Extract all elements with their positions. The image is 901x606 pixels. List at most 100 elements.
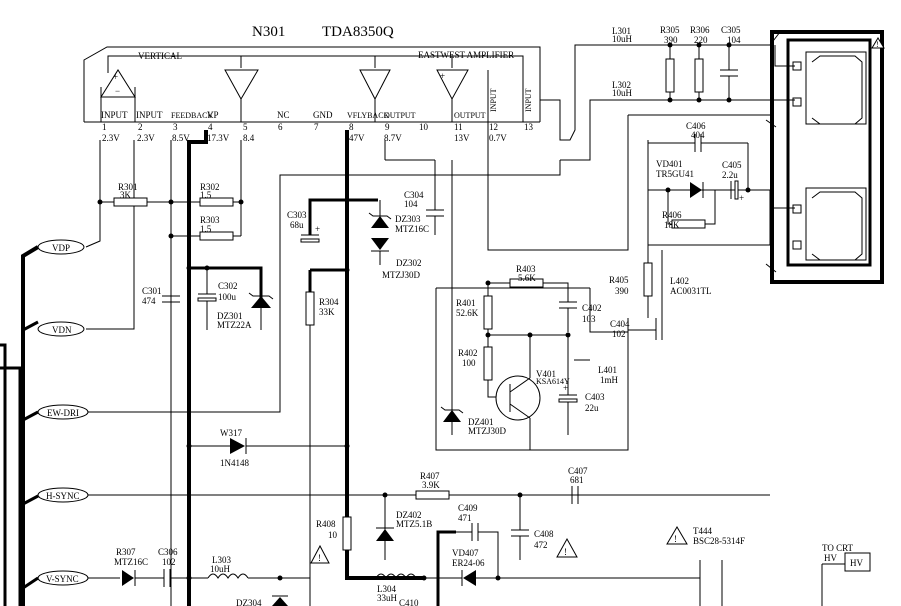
- svg-text:100: 100: [462, 358, 476, 368]
- svg-text:OUTPUT: OUTPUT: [454, 111, 486, 120]
- svg-text:18K: 18K: [664, 220, 680, 230]
- r402: R402 100: [458, 346, 493, 381]
- svg-text:472: 472: [534, 540, 548, 550]
- svg-text:C305: C305: [721, 25, 741, 35]
- svg-text:DZ304: DZ304: [236, 598, 262, 606]
- pin12-name: INPUT: [489, 88, 498, 112]
- vd401: VD401 TR5GU41: [656, 159, 704, 198]
- svg-text:103: 103: [582, 314, 596, 324]
- svg-text:68u: 68u: [290, 220, 304, 230]
- svg-text:C404: C404: [610, 319, 630, 329]
- svg-text:VD407: VD407: [452, 548, 479, 558]
- svg-text:2: 2: [138, 122, 143, 132]
- ic-block-eastwest: EASTWEST AMPLIFIER: [418, 50, 514, 60]
- svg-text:1mH: 1mH: [600, 375, 619, 385]
- svg-text:13V: 13V: [454, 133, 470, 143]
- svg-text:L302: L302: [612, 80, 631, 90]
- deflection-yoke: !: [770, 30, 885, 284]
- c409: C409 471: [456, 503, 499, 578]
- l303: L303 10uH: [186, 555, 310, 581]
- ic-pin-names: INPUT INPUT FEEDBACK VP NC GND VFLYBACK …: [101, 110, 486, 120]
- svg-text:!: !: [674, 534, 677, 544]
- r403: R403 5.6K: [485, 264, 569, 302]
- dz303: DZ303 MTZ16C: [368, 212, 429, 234]
- svg-text:+: +: [113, 72, 118, 82]
- svg-text:MTZ22A: MTZ22A: [217, 320, 252, 330]
- svg-text:2.3V: 2.3V: [102, 133, 120, 143]
- svg-text:V401: V401: [536, 369, 556, 379]
- svg-text:DZ303: DZ303: [395, 214, 421, 224]
- dz401: DZ401 MTZJ30D: [440, 160, 507, 436]
- svg-text:100u: 100u: [218, 292, 237, 302]
- svg-text:!: !: [318, 553, 321, 563]
- svg-text:T444: T444: [693, 526, 712, 536]
- dz402: DZ402 MTZ5.1B: [376, 495, 432, 560]
- svg-text:R403: R403: [516, 264, 536, 274]
- svg-text:1.5: 1.5: [200, 190, 212, 200]
- r305: R305 390: [660, 25, 680, 100]
- svg-text:MTZ16C: MTZ16C: [395, 224, 429, 234]
- svg-text:13: 13: [524, 122, 534, 132]
- svg-text:404: 404: [691, 130, 705, 140]
- l302-label: L302 10uH: [612, 80, 633, 98]
- svg-text:10uH: 10uH: [612, 88, 633, 98]
- svg-text:2.2u: 2.2u: [722, 170, 738, 180]
- c402: C402 103: [559, 301, 602, 332]
- svg-text:R408: R408: [316, 519, 336, 529]
- svg-text:VD401: VD401: [656, 159, 683, 169]
- flyback-rail: [345, 130, 424, 580]
- svg-text:L303: L303: [212, 555, 231, 565]
- svg-text:FEEDBACK: FEEDBACK: [171, 111, 213, 120]
- svg-text:AC0031TL: AC0031TL: [670, 286, 712, 296]
- svg-text:681: 681: [570, 475, 584, 485]
- svg-text:GND: GND: [313, 110, 333, 120]
- v401: V401 KSA614Y: [495, 335, 570, 450]
- svg-text:R303: R303: [200, 215, 220, 225]
- connector-h-sync: H-SYNC: [37, 487, 89, 503]
- svg-text:102: 102: [162, 557, 176, 567]
- c302: C302 100u: [186, 265, 238, 330]
- c306: C306 102: [158, 547, 208, 587]
- svg-text:KSA614Y: KSA614Y: [536, 377, 570, 386]
- connector-vdn: VDN: [37, 321, 85, 337]
- svg-text:10uH: 10uH: [210, 564, 231, 574]
- svg-text:471: 471: [458, 513, 472, 523]
- svg-text:0.7V: 0.7V: [489, 133, 507, 143]
- ic-pin-voltages: 2.3V 2.3V 8.5V 17.3V 8.4 47V 8.7V 13V 0.…: [102, 133, 507, 143]
- svg-text:1: 1: [102, 122, 107, 132]
- svg-text:BSC28-5314F: BSC28-5314F: [693, 536, 745, 546]
- svg-text:DZ301: DZ301: [217, 311, 243, 321]
- vfb-rail: [308, 198, 378, 235]
- c405: C405 2.2u +: [722, 160, 744, 203]
- dz304: DZ304: [236, 595, 288, 606]
- svg-text:R402: R402: [458, 348, 478, 358]
- svg-text:11: 11: [454, 122, 463, 132]
- svg-text:H-SYNC: H-SYNC: [46, 491, 80, 501]
- svg-text:+: +: [563, 383, 568, 393]
- warning-icon: !: [556, 537, 578, 558]
- svg-text:INPUT: INPUT: [101, 110, 128, 120]
- svg-text:DZ302: DZ302: [396, 258, 422, 268]
- svg-text:HV: HV: [850, 558, 863, 568]
- svg-text:MTZ16C: MTZ16C: [114, 557, 148, 567]
- svg-text:HV: HV: [824, 553, 837, 563]
- r304: R304 33K: [305, 291, 339, 606]
- pin13-name: INPUT: [524, 88, 533, 112]
- svg-text:52.6K: 52.6K: [456, 308, 479, 318]
- left-bus: [21, 245, 40, 606]
- svg-text:104: 104: [404, 199, 418, 209]
- svg-text:L401: L401: [598, 365, 617, 375]
- amp-flyback-symbol: [359, 69, 391, 101]
- svg-text:VDN: VDN: [52, 325, 72, 335]
- svg-text:7: 7: [314, 122, 319, 132]
- dz301: DZ301 MTZ22A: [217, 292, 274, 330]
- svg-text:3: 3: [173, 122, 178, 132]
- r303: R303 1.5: [168, 199, 244, 241]
- svg-text:EW-DRI: EW-DRI: [47, 408, 79, 418]
- svg-text:+: +: [315, 224, 320, 234]
- c303: C303 68u +: [287, 210, 320, 243]
- r306: R306 220: [690, 25, 710, 100]
- svg-text:OUTPUT: OUTPUT: [384, 111, 416, 120]
- svg-text:3.9K: 3.9K: [422, 480, 440, 490]
- dz302: DZ302 MTZJ30D: [371, 238, 422, 280]
